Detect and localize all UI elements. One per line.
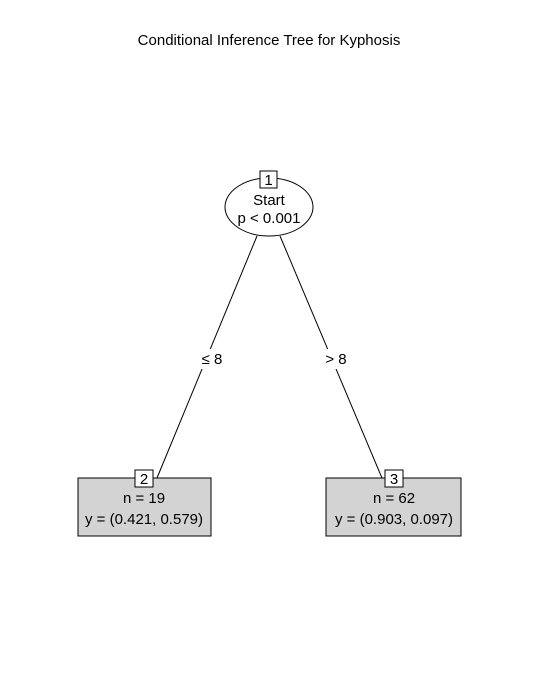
terminal-node-id: 3 [390, 471, 398, 488]
terminal-node-y: y = (0.421, 0.579) [85, 511, 203, 528]
terminal-node-id: 2 [140, 471, 148, 488]
edge-right-label: > 8 [325, 351, 346, 368]
terminal-node-y: y = (0.903, 0.097) [335, 511, 453, 528]
terminal-node-box [325, 477, 462, 537]
chart-title: Conditional Inference Tree for Kyphosis [138, 32, 401, 49]
terminal-node-3: 3 n = 62 y = (0.903, 0.097) [325, 469, 462, 537]
terminal-node-id-box [384, 469, 404, 488]
inner-node-id: 1 [264, 172, 272, 189]
inner-node-p-value: p < 0.001 [238, 210, 301, 227]
edge-right-label-bg [320, 349, 350, 369]
terminal-node-n: n = 62 [373, 490, 415, 507]
terminal-node-box [77, 477, 212, 537]
inner-node-1: 1 Start p < 0.001 [224, 170, 314, 237]
edge-left-label-bg [196, 349, 226, 369]
inner-node-id-box [259, 170, 278, 189]
inner-node-variable: Start [253, 192, 286, 209]
terminal-node-n: n = 19 [123, 490, 165, 507]
edge-left-label: ≤ 8 [202, 351, 223, 368]
terminal-node-id-box [134, 469, 154, 488]
terminal-node-2: 2 n = 19 y = (0.421, 0.579) [77, 469, 212, 537]
